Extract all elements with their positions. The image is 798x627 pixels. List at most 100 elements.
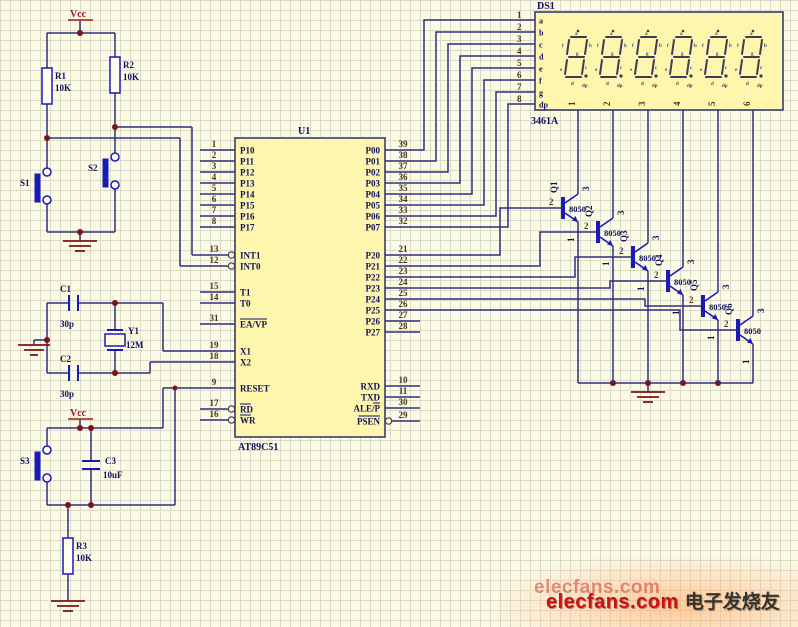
digit-segment-letter: c (760, 66, 763, 71)
switch-s1[interactable]: S1 (20, 167, 52, 205)
pin-number: 5 (212, 183, 217, 193)
base-drive-wire (420, 231, 596, 267)
digit-segment-letter: a (680, 32, 683, 37)
pin-number: 11 (399, 386, 408, 396)
transistor-base-bar (596, 221, 600, 243)
transistor-collector-pin: 3 (686, 259, 696, 264)
transistor-base-bar (666, 270, 670, 292)
transistor-collector-pin: 3 (651, 235, 661, 240)
emitter-arrow (607, 240, 613, 246)
digit-segment-letter: f (597, 44, 599, 49)
pin-number: 7 (212, 205, 217, 215)
switch-s3[interactable]: S3 (20, 445, 52, 483)
pin-name: P20 (366, 251, 381, 261)
pin-number: 22 (399, 255, 409, 265)
digit-segment-letter: a (575, 32, 578, 37)
capacitor-c3[interactable]: C3 10uF (82, 456, 123, 480)
display-digit-pin-number: 3 (637, 101, 647, 106)
display-pin-number: 3 (517, 34, 522, 44)
pin-inversion-bubble (227, 405, 236, 413)
display-digit-pin-number: 5 (707, 101, 717, 106)
transistor-base-pin: 2 (724, 319, 729, 329)
pin-number: 38 (399, 150, 409, 160)
pin-name: P15 (240, 201, 255, 211)
pin-number: 23 (399, 266, 409, 276)
crystal-value: 12M (126, 340, 144, 350)
pin-number: 29 (399, 410, 409, 420)
pin-name: P03 (366, 179, 381, 189)
capacitor-value: 30p (60, 319, 74, 329)
pin-name: PSEN (357, 417, 381, 427)
digit-segment-letter: a (610, 32, 613, 37)
mcu-u1[interactable]: U1 AT89C51 (234, 126, 386, 453)
transistor-ref: Q1 (549, 181, 559, 193)
transistor-part: 8050 (604, 228, 621, 238)
pin-number: 30 (399, 397, 409, 407)
pin-name: P14 (240, 190, 255, 200)
pin-number: 4 (212, 172, 217, 182)
resistor-r3[interactable]: R3 10K (62, 537, 92, 575)
pin-number: 33 (399, 205, 409, 215)
pin-name: T1 (240, 288, 251, 298)
bus-wire-p0-to-display (420, 55, 535, 184)
crystal-y1[interactable]: Y1 12M (104, 326, 144, 351)
pin-inversion-bubble (227, 262, 236, 270)
pin-number: 9 (212, 377, 217, 387)
switch-ref: S1 (20, 178, 30, 188)
decimal-point (759, 74, 763, 78)
digit-segment-letter: b (589, 44, 592, 49)
bus-wire-p0-to-display (420, 67, 535, 195)
display-pin-number: 1 (517, 10, 522, 20)
pin-name: RD (240, 405, 253, 415)
digit-segment-letter: g (576, 52, 579, 57)
resistor-r2[interactable]: R2 10K (109, 56, 139, 94)
pin-number: 34 (399, 194, 409, 204)
pin-number: 8 (212, 216, 217, 226)
digit-segment-letter: f (667, 44, 669, 49)
digit-segment-letter: e (560, 68, 563, 73)
transistor-emitter-pin: 1 (566, 237, 576, 242)
digit-segment-letter: b (764, 44, 767, 49)
transistor-base-pin: 2 (689, 295, 694, 305)
capacitor-c1[interactable]: C1 30p (60, 284, 79, 329)
capacitor-c2[interactable]: C2 30p (60, 354, 79, 399)
capacitor-ref: C2 (60, 354, 71, 364)
bus-wire-p0-to-display (420, 79, 535, 206)
transistor-ref: Q3 (619, 230, 629, 242)
pin-number: 19 (210, 340, 220, 350)
digit-segment-letter: c (585, 66, 588, 71)
watermark-chinese-text: 电子发烧友 (684, 592, 780, 613)
pin-name: P26 (366, 317, 381, 327)
digit-segment-letter: e (735, 68, 738, 73)
digit-segment-letter: d (746, 82, 749, 87)
pin-number: 10 (399, 375, 409, 385)
transistor-collector-pin: 3 (616, 210, 626, 215)
resistor-value: 10K (76, 553, 92, 563)
pin-number: 39 (399, 139, 409, 149)
display-part: 3461A (531, 116, 559, 127)
transistor-ref: Q4 (654, 254, 664, 266)
capacitor-ref: C3 (105, 456, 116, 466)
seven-seg-display-ds1[interactable]: DS1 3461A (531, 1, 784, 127)
display-segment-pin-label: a (539, 17, 543, 26)
pin-number: 24 (399, 277, 409, 287)
resistor-r1[interactable]: R1 10K (41, 67, 71, 105)
bus-wire-p0-to-display (420, 43, 535, 173)
pin-name: X1 (240, 347, 251, 357)
display-pin-number: 8 (517, 94, 522, 104)
pin-name: P21 (366, 262, 381, 272)
crystal-ref: Y1 (128, 326, 139, 336)
resistor-ref: R2 (123, 60, 134, 70)
digit-segment-letter: f (632, 44, 634, 49)
switch-s2[interactable]: S2 (88, 152, 120, 190)
bus-wire-p0-to-display (420, 91, 535, 217)
